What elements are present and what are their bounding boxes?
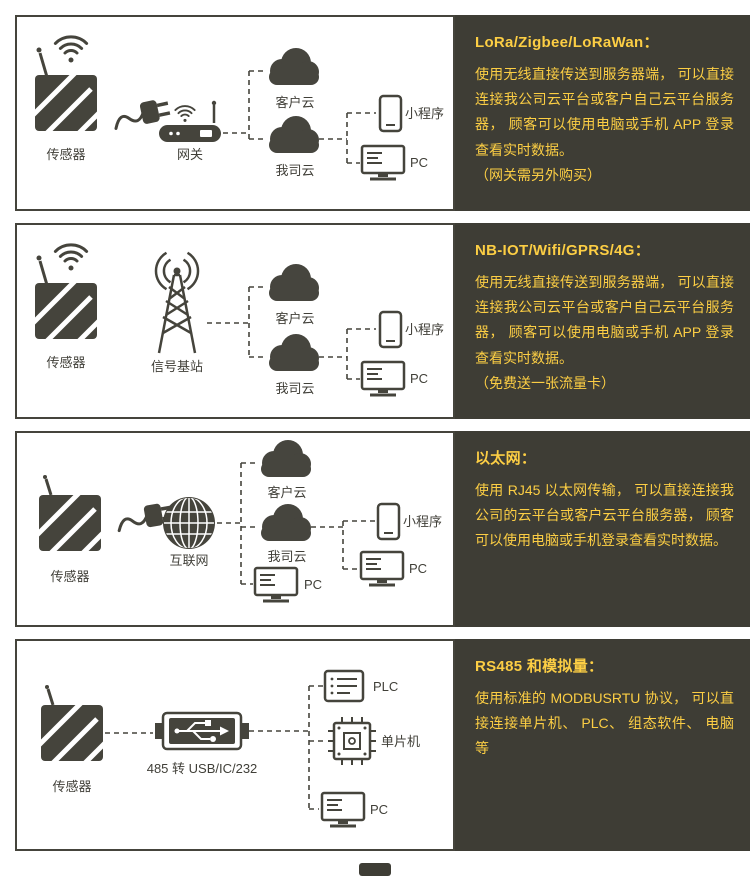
sensor-label: 传感器 xyxy=(46,147,85,162)
info-body: 使用无线直接传送到服务器端， 可以直接连接我公司云平台或客户自己云平台服务器， … xyxy=(475,66,734,158)
info-title: LoRa/Zigbee/LoRaWan： xyxy=(475,34,659,51)
gateway-icon xyxy=(159,100,221,142)
our-cloud-label: 我司云 xyxy=(275,381,314,396)
customer-cloud-icon xyxy=(269,264,319,301)
info-title: RS485 和模拟量： xyxy=(475,658,604,675)
sensor-icon xyxy=(27,35,107,153)
customer-cloud-label: 客户云 xyxy=(267,485,306,500)
pc-label: PC xyxy=(410,155,428,170)
customer-cloud-icon xyxy=(261,440,311,477)
sensor-label: 传感器 xyxy=(52,779,91,794)
row-ethernet: 传感器 xyxy=(15,431,750,627)
pc-bottom-label: PC xyxy=(304,577,322,592)
our-cloud-icon xyxy=(269,116,319,153)
info-title: 以太网： xyxy=(475,450,537,467)
pc-label: PC xyxy=(409,561,427,576)
internet-globe-icon xyxy=(163,497,215,549)
pc-label: PC xyxy=(370,802,388,817)
info-title: NB-IOT/Wifi/GPRS/4G： xyxy=(475,242,651,259)
diagram-lora: 传感器 网关 xyxy=(15,15,455,211)
info-body: 使用标准的 MODBUSRTU 协议， 可以直接连接单片机、 PLC、 组态软件… xyxy=(475,690,734,757)
diagram-rs485: 传感器 xyxy=(15,639,455,851)
row-rs485: 传感器 xyxy=(15,639,750,851)
pc-bottom-icon xyxy=(253,566,299,603)
page-indicator xyxy=(359,863,391,876)
dashed-connectors xyxy=(105,685,323,810)
signal-tower-icon xyxy=(154,251,200,354)
phone-icon xyxy=(376,502,401,541)
phone-icon xyxy=(378,94,403,133)
plc-icon xyxy=(323,669,365,703)
info-note: （网关需另外购买） xyxy=(475,166,601,183)
pc-icon xyxy=(360,360,406,397)
miniprogram-label: 小程序 xyxy=(403,514,442,529)
customer-cloud-label: 客户云 xyxy=(275,95,314,110)
usb-converter-icon xyxy=(155,711,249,751)
sensor-icon xyxy=(31,475,111,573)
sensor-icon xyxy=(33,685,113,783)
tower-label: 信号基站 xyxy=(151,359,203,374)
our-cloud-label: 我司云 xyxy=(275,163,314,178)
diagram-nbiot: 传感器 信号基站 xyxy=(15,223,455,419)
our-cloud-label: 我司云 xyxy=(267,549,306,564)
customer-cloud-icon xyxy=(269,48,319,85)
info-panel-ethernet: 以太网： 使用 RJ45 以太网传输， 可以直接连接我公司的云平台或客户云平台服… xyxy=(455,431,750,627)
mcu-label: 单片机 xyxy=(381,734,420,749)
dashed-connectors xyxy=(217,462,375,585)
sensor-label: 传感器 xyxy=(50,569,89,584)
dashed-connectors xyxy=(223,70,376,164)
customer-cloud-label: 客户云 xyxy=(275,311,314,326)
sensor-label: 传感器 xyxy=(46,355,85,370)
miniprogram-label: 小程序 xyxy=(405,106,444,121)
info-note: （免费送一张流量卡） xyxy=(475,374,615,391)
row-lora: 传感器 网关 xyxy=(15,15,750,211)
pc-icon xyxy=(360,144,406,181)
miniprogram-label: 小程序 xyxy=(405,322,444,337)
gateway-label: 网关 xyxy=(177,147,203,162)
pc-label: PC xyxy=(410,371,428,386)
internet-label: 互联网 xyxy=(169,553,208,568)
sensor-icon xyxy=(27,243,107,361)
plug-icon xyxy=(114,100,171,130)
phone-icon xyxy=(378,310,403,349)
our-cloud-icon xyxy=(261,504,311,541)
plc-label: PLC xyxy=(373,679,398,694)
mcu-chip-icon xyxy=(328,717,376,765)
pc-icon xyxy=(320,791,366,828)
converter-label: 485 转 USB/IC/232 xyxy=(147,761,258,776)
info-body: 使用无线直接传送到服务器端， 可以直接连接我公司云平台或客户自己云平台服务器， … xyxy=(475,274,734,366)
info-body: 使用 RJ45 以太网传输， 可以直接连接我公司的云平台或客户云平台服务器， 顾… xyxy=(475,482,734,549)
row-nbiot: 传感器 信号基站 xyxy=(15,223,750,419)
our-cloud-icon xyxy=(269,334,319,371)
info-panel-rs485: RS485 和模拟量： 使用标准的 MODBUSRTU 协议， 可以直接连接单片… xyxy=(455,639,750,851)
pc-icon xyxy=(359,550,405,587)
info-panel-lora: LoRa/Zigbee/LoRaWan： 使用无线直接传送到服务器端， 可以直接… xyxy=(455,15,750,211)
diagram-ethernet: 传感器 xyxy=(15,431,455,627)
dashed-connectors xyxy=(207,286,376,380)
info-panel-nbiot: NB-IOT/Wifi/GPRS/4G： 使用无线直接传送到服务器端， 可以直接… xyxy=(455,223,750,419)
